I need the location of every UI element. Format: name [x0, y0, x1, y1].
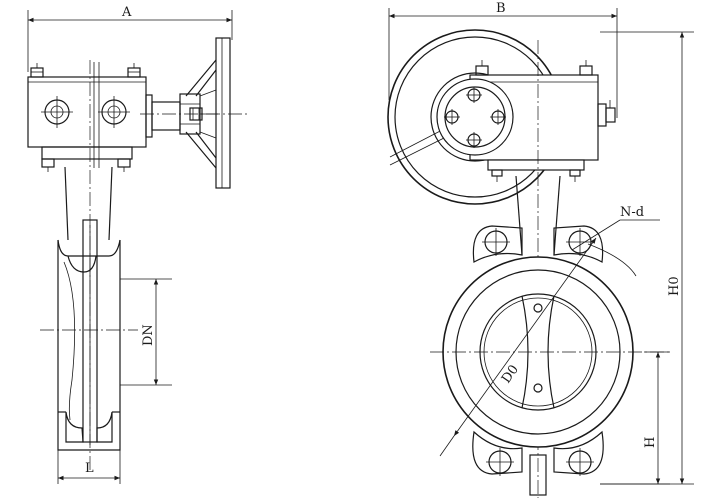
- dimension-h: H: [600, 351, 670, 485]
- lug-hole-icon: [482, 228, 510, 256]
- label-b: B: [496, 1, 506, 16]
- hub-front: [436, 78, 514, 156]
- dimension-h0: H0: [600, 31, 694, 485]
- label-nd: N-d: [620, 205, 644, 220]
- gearbox-side: [27, 63, 147, 172]
- dimension-b: B: [388, 1, 618, 118]
- hub-bolt-icon: [490, 109, 506, 125]
- valve-body-front: [430, 225, 670, 496]
- input-shaft: [140, 93, 250, 138]
- label-h0: H0: [667, 276, 682, 296]
- lug-hole-icon: [486, 448, 514, 476]
- valve-body-side: [40, 60, 138, 470]
- lug-hole-icon: [566, 228, 594, 256]
- handwheel-side: [185, 37, 231, 189]
- label-h: H: [643, 437, 658, 448]
- valve-neck-side: [64, 62, 113, 241]
- bolt-head-icon: [98, 96, 130, 128]
- dimension-nd: N-d: [571, 205, 660, 251]
- dimension-dn: DN: [120, 278, 172, 386]
- label-l: L: [85, 461, 94, 476]
- side-view: A: [27, 5, 250, 484]
- hub-bolt-icon: [466, 132, 482, 148]
- front-view: B: [387, 1, 694, 498]
- bolt-head-icon: [41, 96, 73, 128]
- label-dn: DN: [141, 324, 156, 346]
- label-a: A: [121, 5, 132, 20]
- dimension-a: A: [27, 5, 233, 72]
- dimension-l: L: [57, 450, 121, 484]
- hub-bolt-icon: [466, 87, 482, 103]
- lug-hole-icon: [566, 448, 594, 476]
- hub-bolt-icon: [444, 109, 460, 125]
